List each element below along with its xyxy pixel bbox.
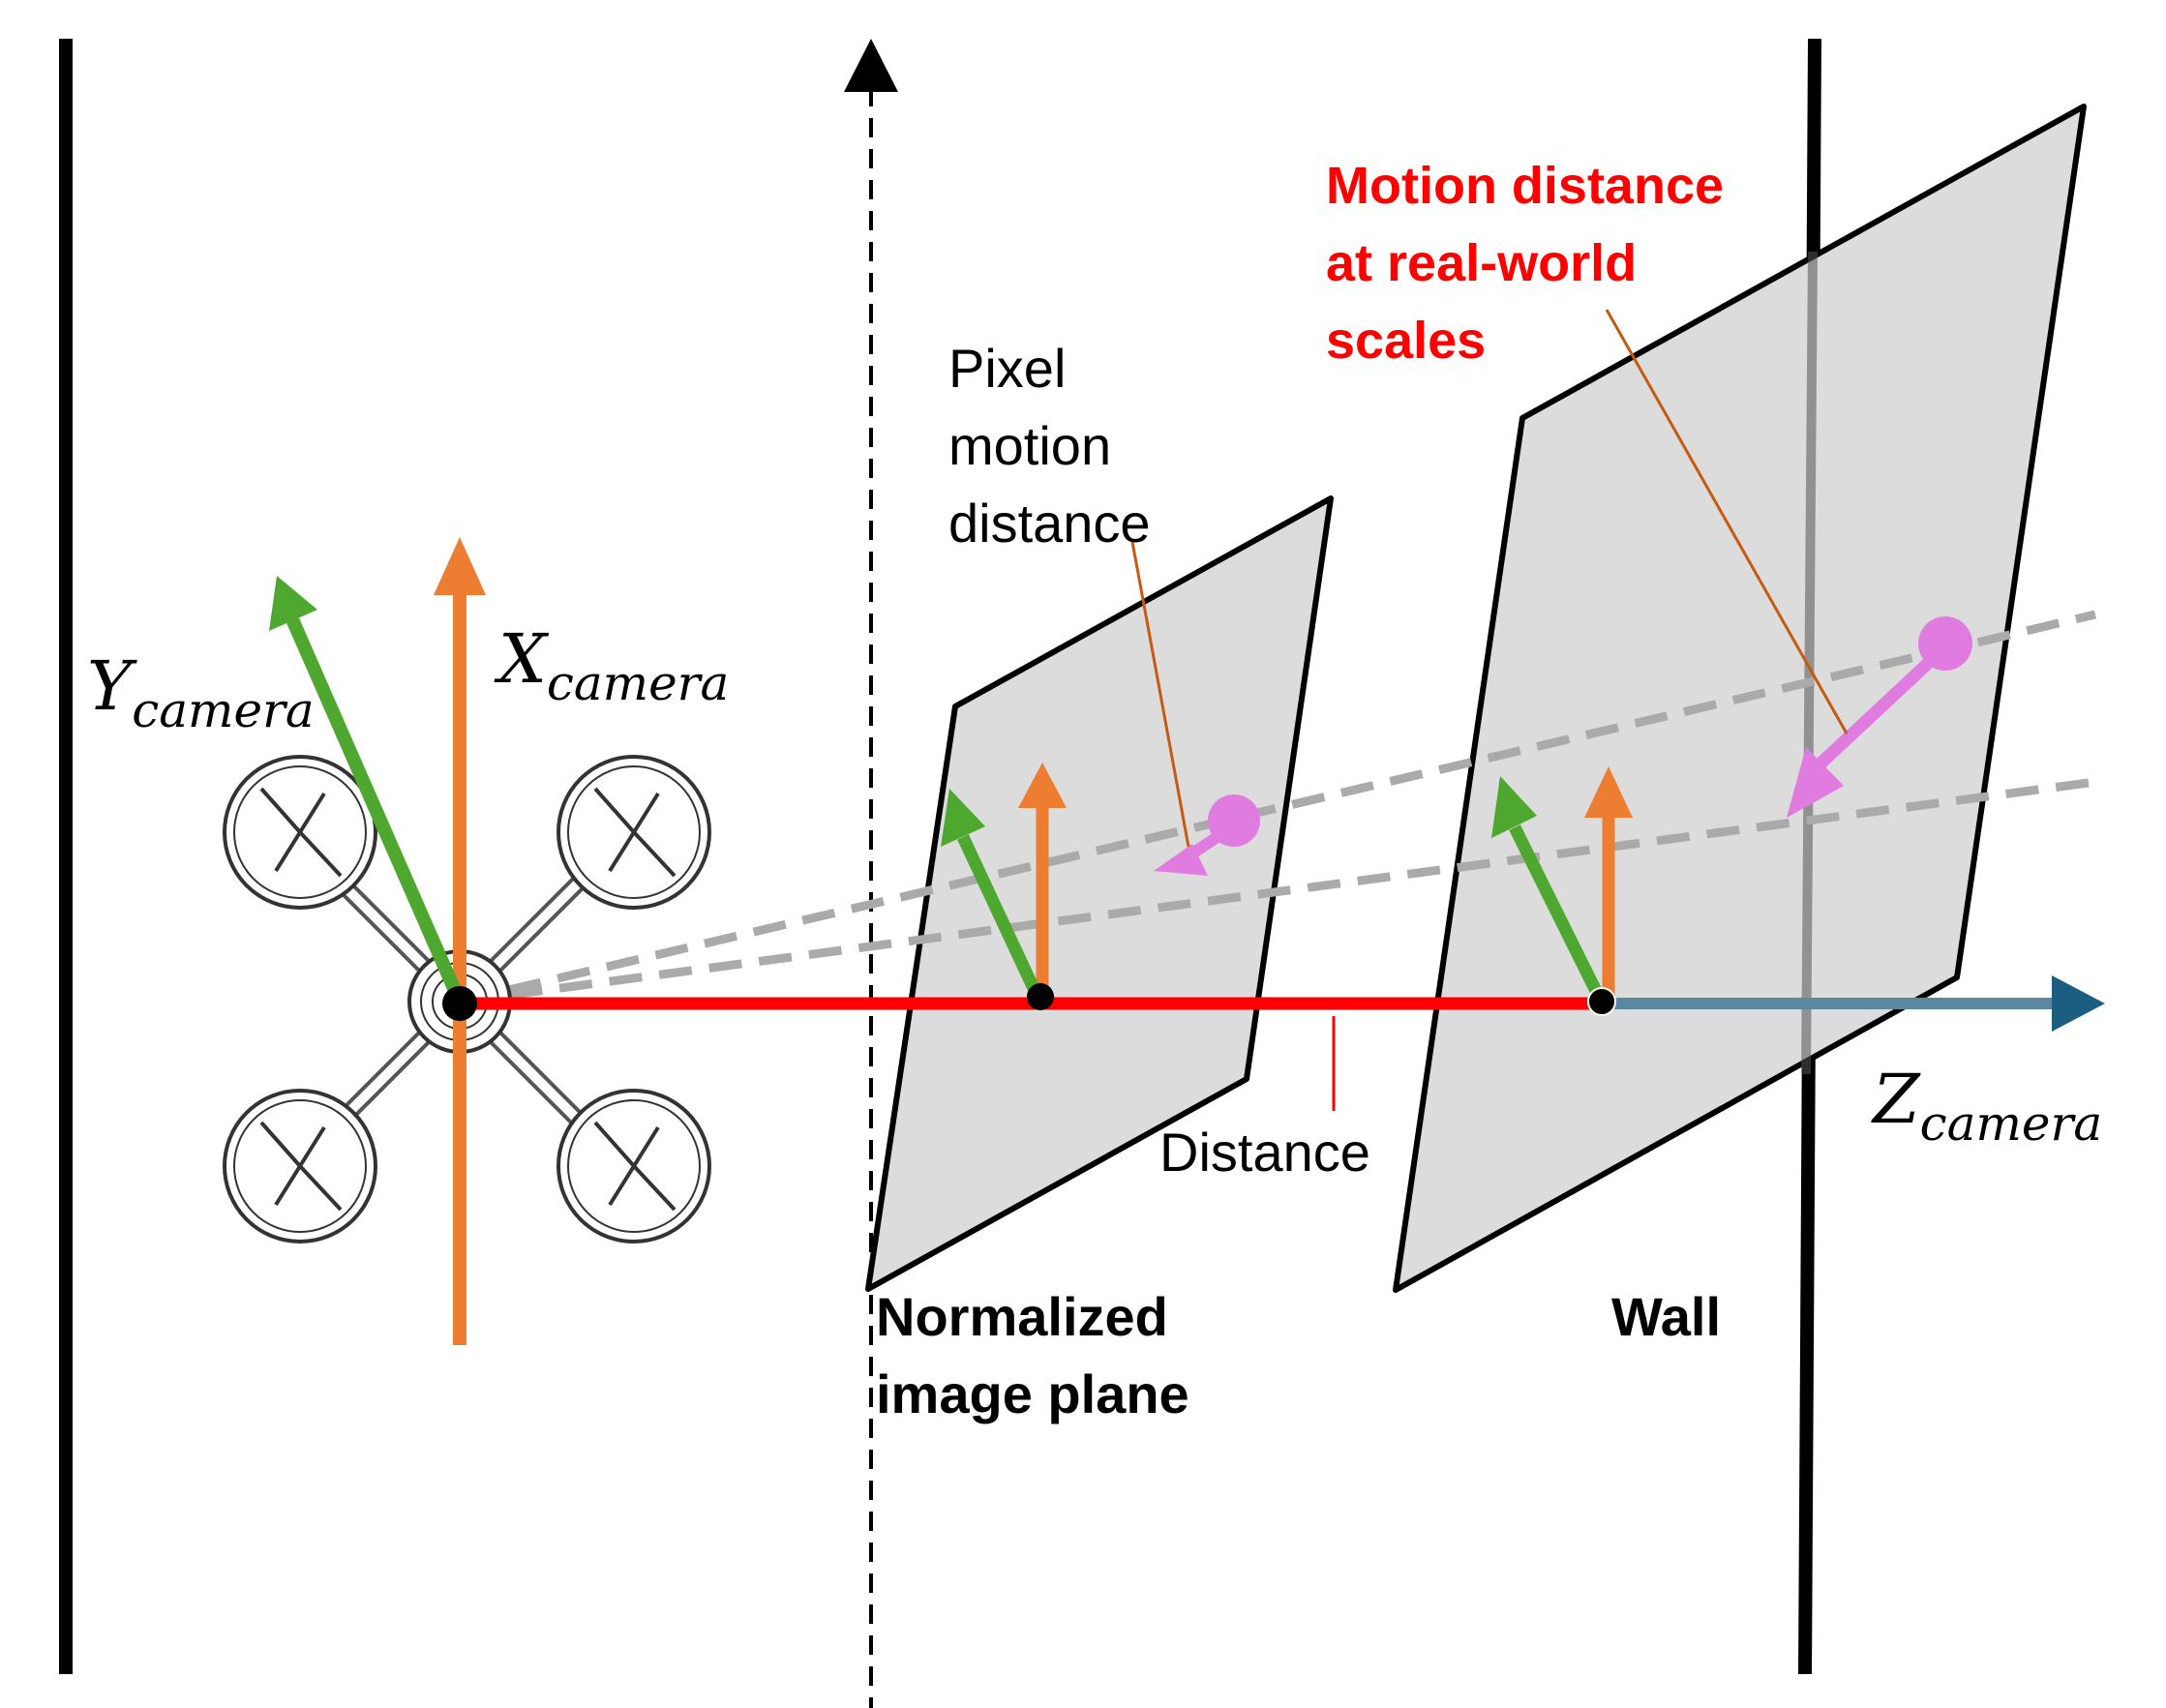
plane-x-arrowhead [1018,763,1067,808]
projection-ray-lower [459,777,2096,1006]
rotor-top-left [223,755,377,910]
rotor-bottom-right [557,1089,711,1244]
pixel-motion-arrowhead [1154,844,1208,876]
wall-y-axis [1509,824,1605,1000]
y-camera-label: Ycamera [87,646,315,738]
wall-x-arrowhead [1584,766,1633,818]
real-motion-arrow [1815,651,1940,769]
y-camera-axis [286,616,466,1004]
z-camera-label: Zcamera [1871,1060,2102,1152]
wall-center-point [1587,987,1616,1016]
plane-center-point [1027,983,1054,1010]
pixel-motion-label: Pixel motion distance [948,338,1151,554]
distance-label: Distance [1159,1122,1370,1183]
camera-origin-point [442,986,477,1021]
pixel-motion-leader [1130,541,1190,848]
rotor-top-right [557,755,711,910]
plane-y-arrowhead [941,789,985,847]
z-axis-overlap-tint [1607,998,2052,1009]
x-camera-arrowhead [434,537,486,595]
quadcopter-icon [223,755,711,1244]
plane-y-axis [957,834,1043,1000]
real-motion-label: Motion distance at real-world scales [1326,157,1738,370]
z-camera-arrowhead [2052,975,2105,1032]
x-camera-label: Xcamera [494,619,729,711]
projection-ray-upper [458,610,2097,1006]
wall-y-arrowhead [1491,776,1537,838]
real-motion-arrowhead [1787,747,1844,818]
dashed-axis-arrowhead [844,39,898,92]
normalized-plane-label: Normalized image plane [876,1286,1189,1424]
real-motion-leader [1605,309,1849,734]
wall-label: Wall [1611,1286,1721,1347]
rotor-bottom-left [223,1089,377,1244]
y-camera-arrowhead [269,576,317,631]
normalized-image-plane [865,495,1334,1292]
wall-line-through-plane [1801,251,1818,1075]
